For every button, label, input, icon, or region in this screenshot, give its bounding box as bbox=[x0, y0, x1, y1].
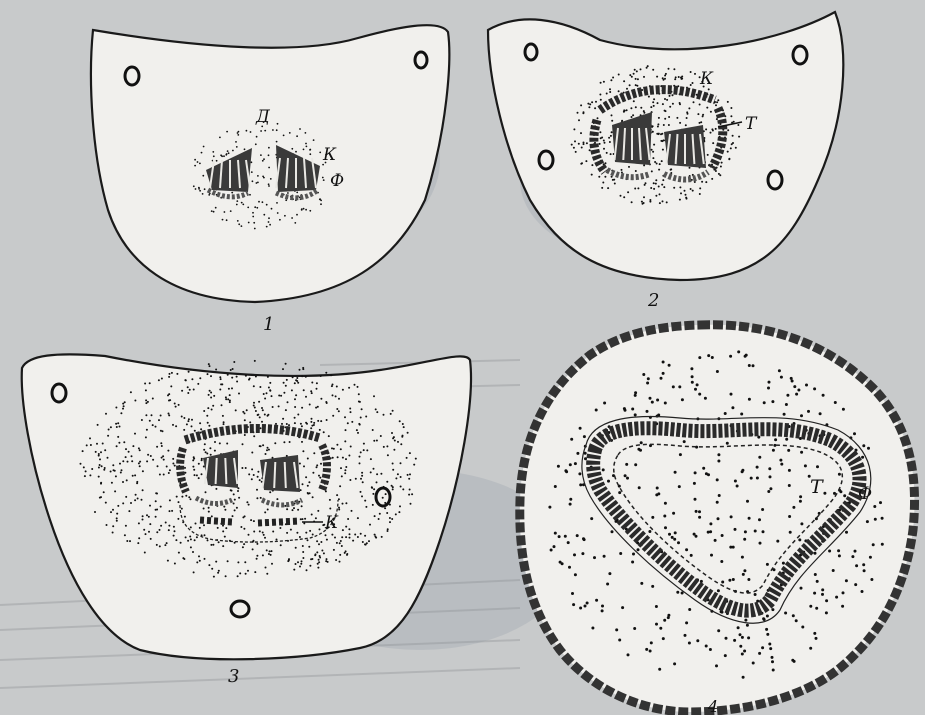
figure-2-label-T: Т bbox=[745, 114, 758, 134]
figure-3-label-K: К bbox=[324, 513, 339, 533]
figure-1-number: 1 bbox=[263, 314, 274, 335]
figure-1-label-D: Д bbox=[255, 107, 271, 127]
figure-4-label-F: Ф bbox=[858, 484, 872, 504]
figure-3-number: 3 bbox=[228, 666, 239, 687]
figure-4-label-T: Т bbox=[810, 476, 824, 498]
figure-4: Т Ф 4 bbox=[520, 325, 915, 715]
figure-2-label-K: К bbox=[699, 69, 714, 89]
figure-1-label-F: Ф bbox=[330, 171, 344, 191]
figure-1-label-K: К bbox=[322, 145, 337, 165]
figure-4-number: 4 bbox=[707, 697, 718, 715]
figure-2-number: 2 bbox=[647, 290, 659, 311]
